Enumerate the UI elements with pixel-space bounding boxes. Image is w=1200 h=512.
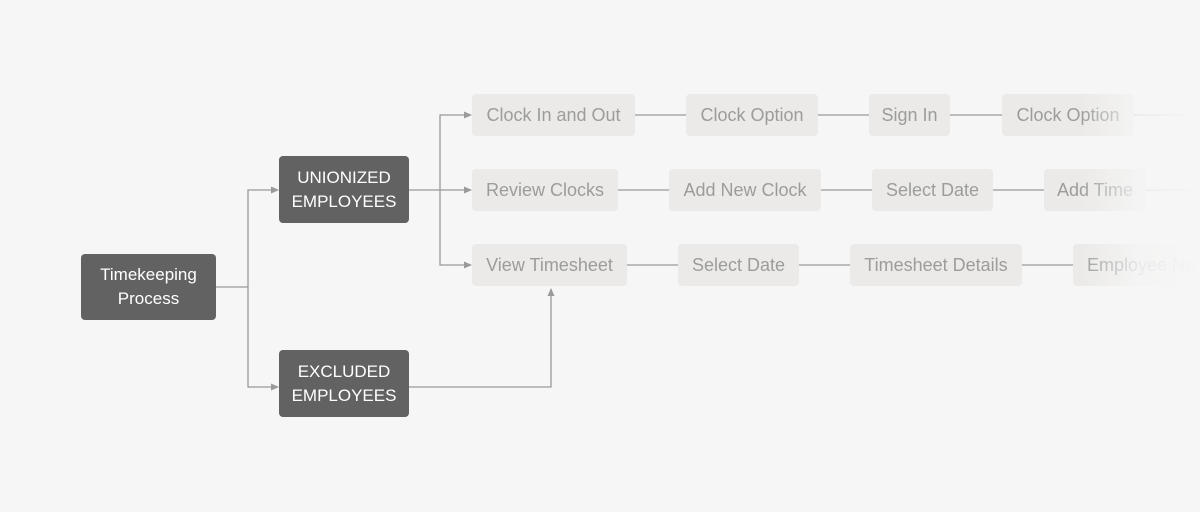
edge-unionized-to-row1 xyxy=(409,111,472,191)
step-node-label: View Timesheet xyxy=(486,254,613,275)
step-node-label: Sign In xyxy=(881,104,938,125)
step-node: View Timesheet xyxy=(472,244,627,286)
root-node-label: Timekeeping Process xyxy=(100,265,197,308)
step-node: Clock In and Out xyxy=(472,94,635,136)
group-node-label: UNIONIZED EMPLOYEES xyxy=(291,167,397,211)
step-node-label: Add New Clock xyxy=(683,179,807,200)
step-node-label: Add Time xyxy=(1056,179,1134,200)
step-node: Add Time xyxy=(1044,169,1146,211)
step-node: Add New Clock xyxy=(669,169,821,211)
edge-excluded-to-view-timesheet xyxy=(409,288,555,388)
step-node-label: Employee Name xyxy=(1087,254,1200,275)
step-node-label: Select Date xyxy=(885,179,980,200)
group-node-unionized: UNIONIZED EMPLOYEES xyxy=(279,156,409,223)
edge-unionized-to-row3 xyxy=(439,190,472,269)
step-node: Employee Name xyxy=(1073,244,1200,286)
step-node-label: Clock Option xyxy=(1016,104,1120,125)
step-node: Timesheet Details xyxy=(850,244,1022,286)
root-node: Timekeeping Process xyxy=(81,254,216,320)
edge-root-to-excluded xyxy=(247,287,279,391)
step-node-label: Clock In and Out xyxy=(486,104,621,125)
step-node: Clock Option xyxy=(1002,94,1134,136)
step-node-label: Select Date xyxy=(691,254,786,275)
group-node-excluded: EXCLUDED EMPLOYEES xyxy=(279,350,409,417)
group-node-label: EXCLUDED EMPLOYEES xyxy=(291,361,397,405)
step-node-label: Review Clocks xyxy=(485,179,605,200)
step-node: Sign In xyxy=(869,94,950,136)
step-node: Review Clocks xyxy=(472,169,618,211)
edge-root-to-unionized xyxy=(216,186,279,288)
step-node: Clock Option xyxy=(686,94,818,136)
step-node: Select Date xyxy=(872,169,993,211)
step-node-label: Timesheet Details xyxy=(864,254,1008,275)
step-node: Select Date xyxy=(678,244,799,286)
step-node-label: Clock Option xyxy=(700,104,804,125)
